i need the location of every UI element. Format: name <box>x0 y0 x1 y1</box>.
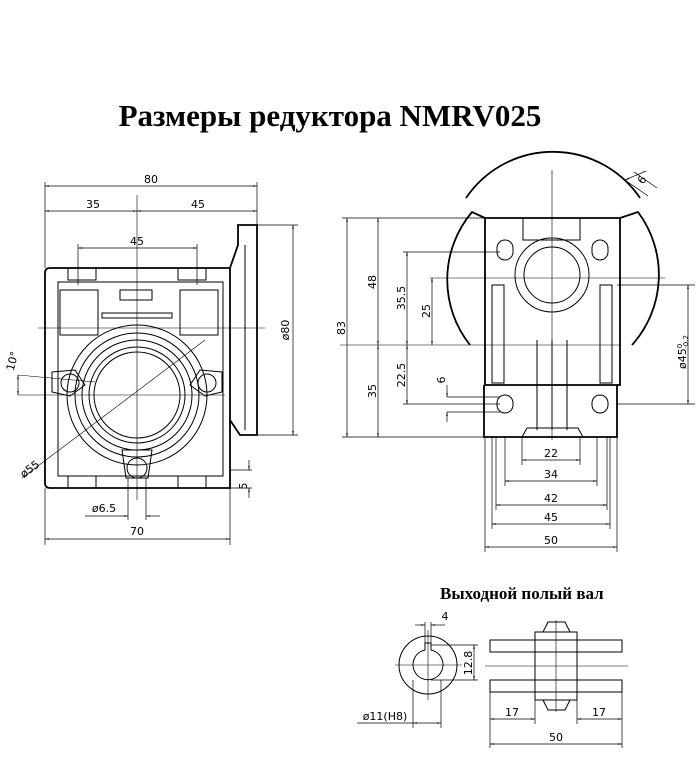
dim-83: 83 <box>335 321 348 335</box>
page-title: Размеры редуктора NMRV025 <box>118 98 542 133</box>
dim-slot-top: 6 <box>635 173 650 186</box>
dim-spigot: ø450-0.2 <box>676 335 690 369</box>
dim-hole: ø6.5 <box>92 502 116 515</box>
shaft-section <box>357 620 628 748</box>
front-view-labels: 80 35 45 45 ø80 10° ø55 5 ø6.5 70 <box>4 173 292 538</box>
dim-50-side: 50 <box>544 534 558 547</box>
dim-35-5: 35.5 <box>395 286 408 311</box>
shaft-labels: 4 12.8 ø11(H8) 17 17 50 <box>363 610 606 744</box>
dim-pcd: ø55 <box>18 458 42 481</box>
dim-42: 42 <box>544 492 558 505</box>
dim-17-right: 17 <box>592 706 606 719</box>
shaft-section-title: Выходной полый вал <box>440 584 604 603</box>
dim-22: 22 <box>544 447 558 460</box>
dim-foot: 5 <box>237 483 250 490</box>
side-view-labels: 83 48 35 35.5 25 22.5 6 6 ø450-0.2 22 34… <box>335 173 690 547</box>
dim-25: 25 <box>420 304 433 318</box>
dim-17-left: 17 <box>505 706 519 719</box>
dim-45-side: 45 <box>544 511 558 524</box>
dim-flange-dia: ø80 <box>279 320 292 341</box>
dim-35-side: 35 <box>366 384 379 398</box>
dim-slot: 6 <box>435 377 448 384</box>
dim-key-depth: 12.8 <box>462 651 475 676</box>
dim-35: 35 <box>86 198 100 211</box>
dim-48: 48 <box>366 275 379 289</box>
dim-key-width: 4 <box>442 610 449 623</box>
dim-bore: ø11(H8) <box>363 710 408 723</box>
front-view <box>17 182 298 545</box>
dim-80: 80 <box>144 173 158 186</box>
dim-70: 70 <box>130 525 144 538</box>
dim-45: 45 <box>191 198 205 211</box>
dim-22-5: 22.5 <box>395 363 408 388</box>
dim-angle: 10° <box>4 350 22 372</box>
dim-50-shaft: 50 <box>549 731 563 744</box>
dim-45-mount: 45 <box>130 235 144 248</box>
dim-34: 34 <box>544 468 558 481</box>
side-view <box>340 150 695 552</box>
